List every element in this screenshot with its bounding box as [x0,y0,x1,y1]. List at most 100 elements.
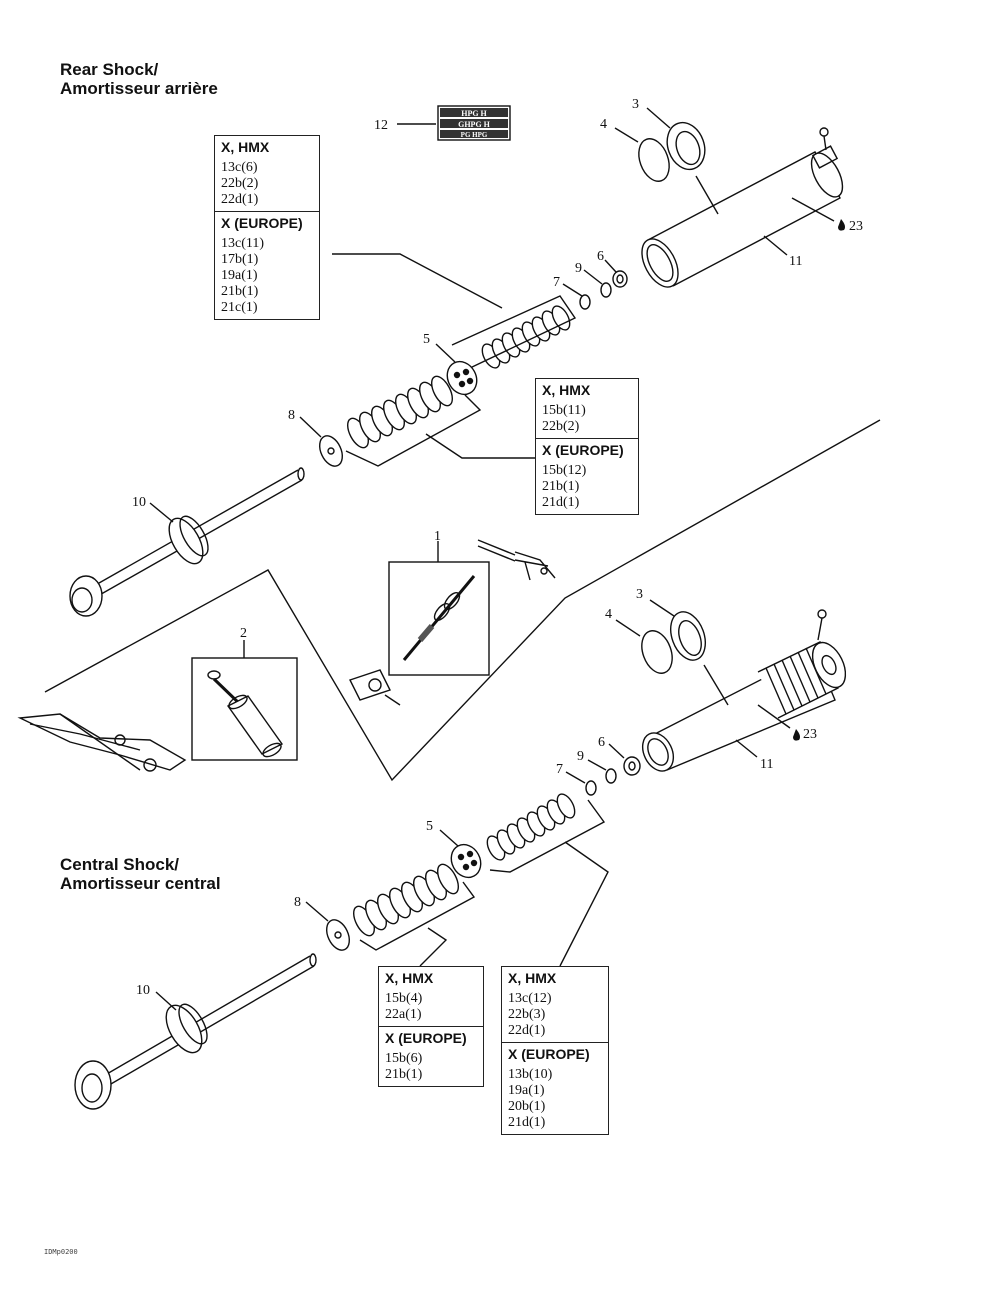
callout: 8 [288,408,295,423]
callout: 12 [374,118,388,133]
table-section: X (EUROPE) 13c(11)17b(1)19a(1)21b(1)21c(1… [215,211,319,319]
table-section-header: X (EUROPE) [221,215,303,231]
table-row: 21d(1) [542,495,580,510]
table-section: X (EUROPE) 15b(12)21b(1)21d(1) [536,438,638,514]
parts-table-rear-mid: X, HMX 15b(11)22b(2) X (EUROPE) 15b(12)21b(… [535,378,639,515]
table-section: X (EUROPE) 13b(10)19a(1)20b(1)21d(1) [502,1042,608,1134]
inset-box-2 [191,657,298,761]
table-row: 15b(4) [385,991,423,1006]
callout: 2 [240,626,247,641]
title-line: Amortisseur central [60,874,221,893]
table-row: 15b(11) [542,403,586,418]
rear-shaft [69,467,305,617]
rear-ring [638,121,706,182]
table-section: X, HMX 15b(4)22a(1) [379,967,483,1026]
parts-table-rear-top: X, HMX 13c(6)22b(2)22d(1) X (EUROPE) 13c(11… [214,135,320,320]
central-piston [450,843,482,879]
table-section-header: X, HMX [542,382,591,398]
figure-code: IDMp0200 [44,1248,78,1256]
table-row: 22d(1) [508,1023,546,1038]
callout: 11 [789,254,802,269]
callout: 3 [636,587,643,602]
table-section: X, HMX 13c(6)22b(2)22d(1) [215,136,319,211]
table-row: 21d(1) [508,1115,546,1130]
decal-text: PG HPG [461,131,488,139]
callout: 9 [577,749,584,764]
drop-icon [793,219,845,741]
table-section-header: X (EUROPE) [542,442,624,458]
callout: 4 [600,117,607,132]
rear-shock-title: Rear Shock/ Amortisseur arrière [60,60,218,98]
table-row: 21c(1) [221,300,258,315]
central-callouts: 3 4 23 11 6 9 7 5 8 10 [136,587,817,998]
central-ring [641,611,706,674]
callout: 23 [849,219,863,234]
callout: 8 [294,895,301,910]
table-section-header: X, HMX [385,970,434,986]
rear-large-spring [346,375,454,449]
table-row: 22a(1) [385,1007,422,1022]
callout: 11 [760,757,773,772]
suspension-frame-sketch [17,713,187,772]
table-row: 17b(1) [221,252,259,267]
title-line: Central Shock/ [60,855,180,874]
rear-shock-body [641,127,844,288]
table-row: 13c(6) [221,160,258,175]
table-row: 13c(12) [508,991,552,1006]
decal-text: HPG H [461,109,487,118]
mount-bracket-sketch [349,539,556,706]
callout: 7 [553,275,560,290]
inset-box-1 [388,561,490,676]
callout: 23 [803,727,817,742]
callout: 9 [575,261,582,276]
decal-part: HPG H GHPG H PG HPG [437,105,511,141]
table-row: 19a(1) [508,1083,545,1098]
table-row: 13c(11) [221,236,265,251]
rear-callouts: 12 3 4 23 11 6 9 7 5 8 10 [132,97,863,510]
table-row: 21b(1) [385,1067,423,1082]
title-line: Rear Shock/ [60,60,159,79]
callout: 6 [598,735,605,750]
parts-table-central-left: X, HMX 15b(4)22a(1) X (EUROPE) 15b(6)21b(1) [378,966,484,1087]
table-section-header: X, HMX [221,139,270,155]
table-row: 15b(6) [385,1051,423,1066]
title-line: Amortisseur arrière [60,79,218,98]
central-large-spring [352,863,460,937]
table-section: X, HMX 13c(12)22b(3)22d(1) [502,967,608,1042]
table-section-header: X, HMX [508,970,557,986]
parts-table-central-right: X, HMX 13c(12)22b(3)22d(1) X (EUROPE) 13b(1… [501,966,609,1135]
table-section: X (EUROPE) 15b(6)21b(1) [379,1026,483,1086]
callout: 6 [597,249,604,264]
callout: 10 [132,495,146,510]
rear-small-spring [481,305,571,369]
callout: 1 [434,529,441,544]
middle-callouts: 1 2 [240,529,441,641]
table-row: 13b(10) [508,1067,553,1082]
table-row: 20b(1) [508,1099,546,1114]
central-shaft [74,953,317,1110]
table-row: 21b(1) [221,284,259,299]
callout: 7 [556,762,563,777]
callout: 10 [136,983,150,998]
callout: 5 [423,332,430,347]
table-row: 22d(1) [221,192,259,207]
rear-piston [446,360,478,396]
section-divider [44,419,881,782]
central-small-spring [486,793,576,861]
decal-text: GHPG H [458,120,491,129]
table-row: 15b(12) [542,463,587,478]
callout: 4 [605,607,612,622]
table-section-header: X (EUROPE) [508,1046,590,1062]
table-row: 22b(3) [508,1007,546,1022]
table-row: 22b(2) [221,176,259,191]
callout: 5 [426,819,433,834]
table-section-header: X (EUROPE) [385,1030,467,1046]
table-row: 19a(1) [221,268,258,283]
table-section: X, HMX 15b(11)22b(2) [536,379,638,438]
table-row: 21b(1) [542,479,580,494]
table-row: 22b(2) [542,419,580,434]
callout: 3 [632,97,639,112]
central-shock-body [641,609,847,772]
central-shock-title: Central Shock/ Amortisseur central [60,855,221,893]
